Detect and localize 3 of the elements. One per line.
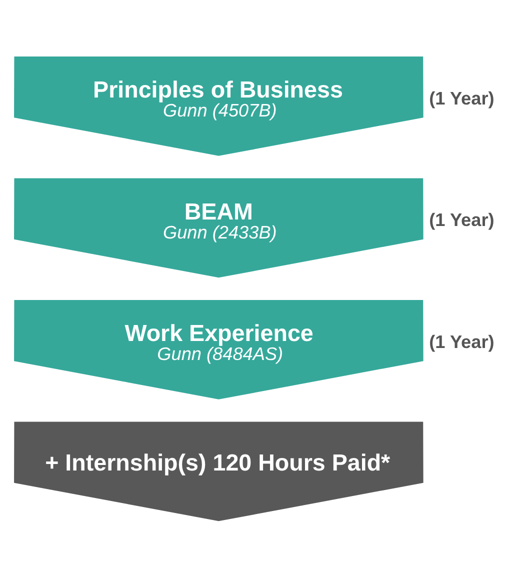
node-label: (1 Year) bbox=[429, 332, 494, 352]
node-label: (1 Year) bbox=[429, 210, 494, 230]
node-label: (1 Year) bbox=[429, 88, 494, 108]
